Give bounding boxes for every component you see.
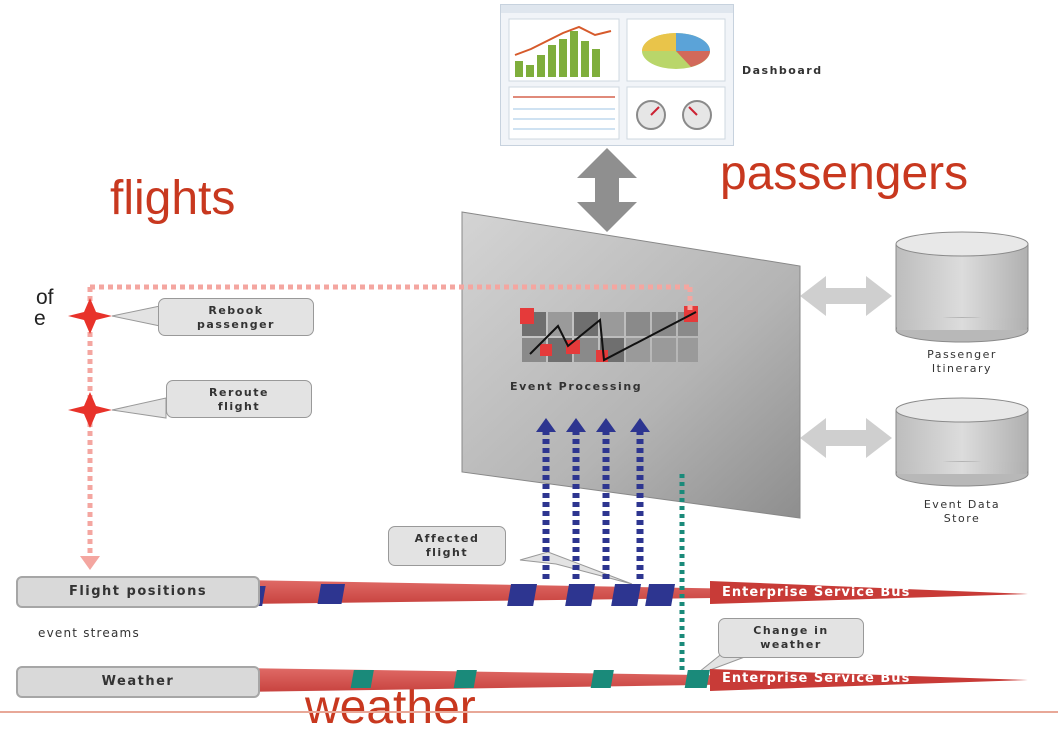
- event-data-line-1: Event Data: [923, 498, 1001, 511]
- rebook-star: [68, 298, 112, 334]
- reroute-star: [68, 392, 112, 428]
- passenger-itinerary-store: [895, 231, 1029, 343]
- dashboard-label: Dashboard: [742, 64, 823, 77]
- store-link-arrow-top: [800, 276, 892, 316]
- event-processing-panel: [461, 211, 801, 519]
- itinerary-line-2: Itinerary: [931, 362, 993, 375]
- change-in-weather-callout: Change in weather: [718, 618, 864, 658]
- change-line-2: weather: [760, 638, 822, 651]
- reroute-line-2: flight: [217, 400, 261, 413]
- store-link-arrow-bottom: [800, 418, 892, 458]
- reroute-flight-callout: Reroute flight: [166, 380, 312, 418]
- affected-flight-callout: Affected flight: [388, 526, 506, 566]
- reroute-line-1: Reroute: [209, 386, 269, 399]
- reroute-pointer: [111, 397, 167, 419]
- cropped-text-line-1: of: [36, 286, 54, 309]
- rebook-line-2: passenger: [197, 318, 275, 331]
- passenger-itinerary-label: Passenger Itinerary: [900, 348, 1024, 376]
- dashboard-link-arrow: [577, 148, 637, 232]
- esb-label-top: Enterprise Service Bus: [722, 585, 911, 600]
- esb-label-bottom: Enterprise Service Bus: [722, 671, 911, 686]
- rebook-passenger-callout: Rebook passenger: [158, 298, 314, 336]
- flights-title: flights: [110, 172, 236, 225]
- event-processing-label: Event Processing: [510, 380, 643, 393]
- weather-events: [350, 670, 710, 688]
- flight-positions-stream: Flight positions: [16, 576, 260, 608]
- affected-line-2: flight: [425, 546, 469, 559]
- rebook-line-1: Rebook: [208, 304, 264, 317]
- affected-line-1: Affected: [414, 532, 480, 545]
- weather-title: weather: [305, 681, 476, 734]
- rebook-pointer: [111, 305, 161, 327]
- event-streams-caption: event streams: [38, 626, 140, 640]
- dashboard-widgets: [501, 5, 733, 140]
- event-arrows: [536, 418, 685, 670]
- change-line-1: Change in: [753, 624, 829, 637]
- cropped-text-line-2: e: [34, 307, 46, 330]
- passengers-title: passengers: [720, 147, 969, 200]
- esb-bar-bottom: [240, 668, 1028, 692]
- event-data-store-label: Event Data Store: [900, 498, 1024, 526]
- event-data-line-2: Store: [943, 512, 981, 525]
- dashboard-screenshot: [500, 4, 734, 146]
- weather-stream: Weather: [16, 666, 260, 698]
- itinerary-line-1: Passenger: [927, 348, 997, 361]
- event-processing-grid: [520, 306, 698, 362]
- event-data-store: [895, 397, 1029, 487]
